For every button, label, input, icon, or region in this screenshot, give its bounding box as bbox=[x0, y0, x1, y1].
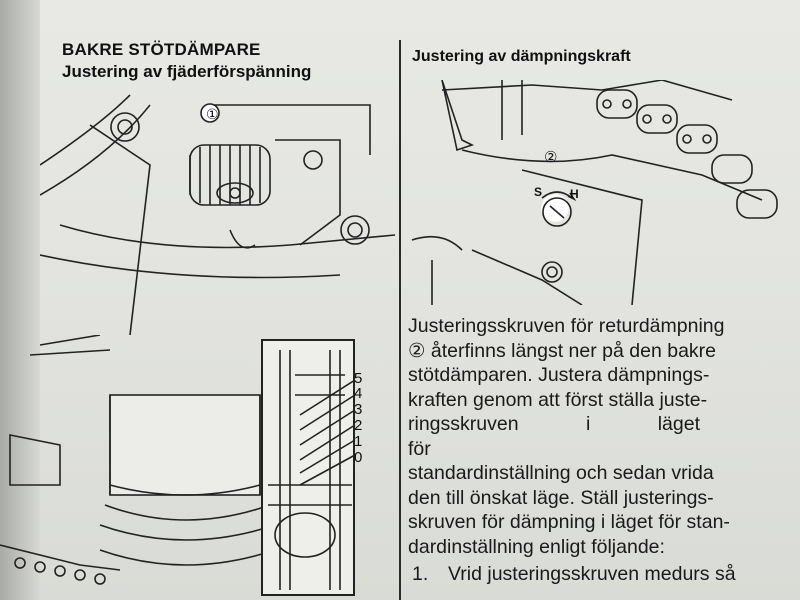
paragraph-line: ringsskruven i läget för bbox=[408, 413, 700, 460]
scale-label-2: 2 bbox=[354, 417, 362, 434]
section-heading: BAKRE STÖTDÄMPARE bbox=[62, 40, 261, 59]
scale-label-4: 4 bbox=[354, 385, 362, 402]
scale-label-0: 0 bbox=[354, 449, 362, 466]
paragraph-line: skruven för dämpning i läget för stan- bbox=[408, 511, 730, 533]
dial-soft-label: S bbox=[534, 185, 542, 199]
shock-spring-illustration: 5 4 3 2 1 0 bbox=[0, 335, 362, 596]
right-section-heading: Justering av dämpningskraft bbox=[412, 48, 631, 65]
callout-2: ② bbox=[544, 148, 557, 166]
callout-1: ① bbox=[206, 107, 219, 123]
paragraph-line: stötdämparen. Justera dämpnings- bbox=[408, 364, 710, 386]
left-heading-block: BAKRE STÖTDÄMPARE Justering av fjäderför… bbox=[62, 40, 311, 82]
dial-hard-label: H bbox=[570, 187, 579, 201]
rebound-adjuster-illustration: ② S H bbox=[411, 80, 778, 305]
paragraph-line: dardinställning enligt följande: bbox=[408, 535, 665, 558]
column-divider bbox=[399, 40, 401, 600]
step-1: 1. Vrid justeringsskruven medurs så bbox=[412, 562, 736, 586]
scale-label-3: 3 bbox=[354, 401, 362, 418]
paragraph-line: kraften genom att först ställa juste- bbox=[408, 388, 708, 411]
paragraph-line: den till önskat läge. Ställ justerings- bbox=[408, 486, 714, 509]
scale-label-1: 1 bbox=[354, 433, 362, 450]
paragraph-line: Justeringsskruven för returdämpning bbox=[408, 315, 725, 337]
paragraph-line: ② återfinns längst ner på den bakre bbox=[408, 339, 717, 362]
paragraph-line: standardinställning och sedan vrida bbox=[408, 462, 714, 484]
instruction-paragraph: Justeringsskruven för returdämpning ② åt… bbox=[408, 314, 768, 559]
step-text: Vrid justeringsskruven medurs så bbox=[448, 563, 736, 585]
step-number: 1. bbox=[412, 563, 429, 585]
section-subheading: Justering av fjäderförspänning bbox=[62, 62, 312, 81]
preload-adjuster-illustration: ① bbox=[40, 94, 395, 335]
scale-label-5: 5 bbox=[354, 370, 362, 387]
page-edge-shadow bbox=[0, 0, 40, 600]
